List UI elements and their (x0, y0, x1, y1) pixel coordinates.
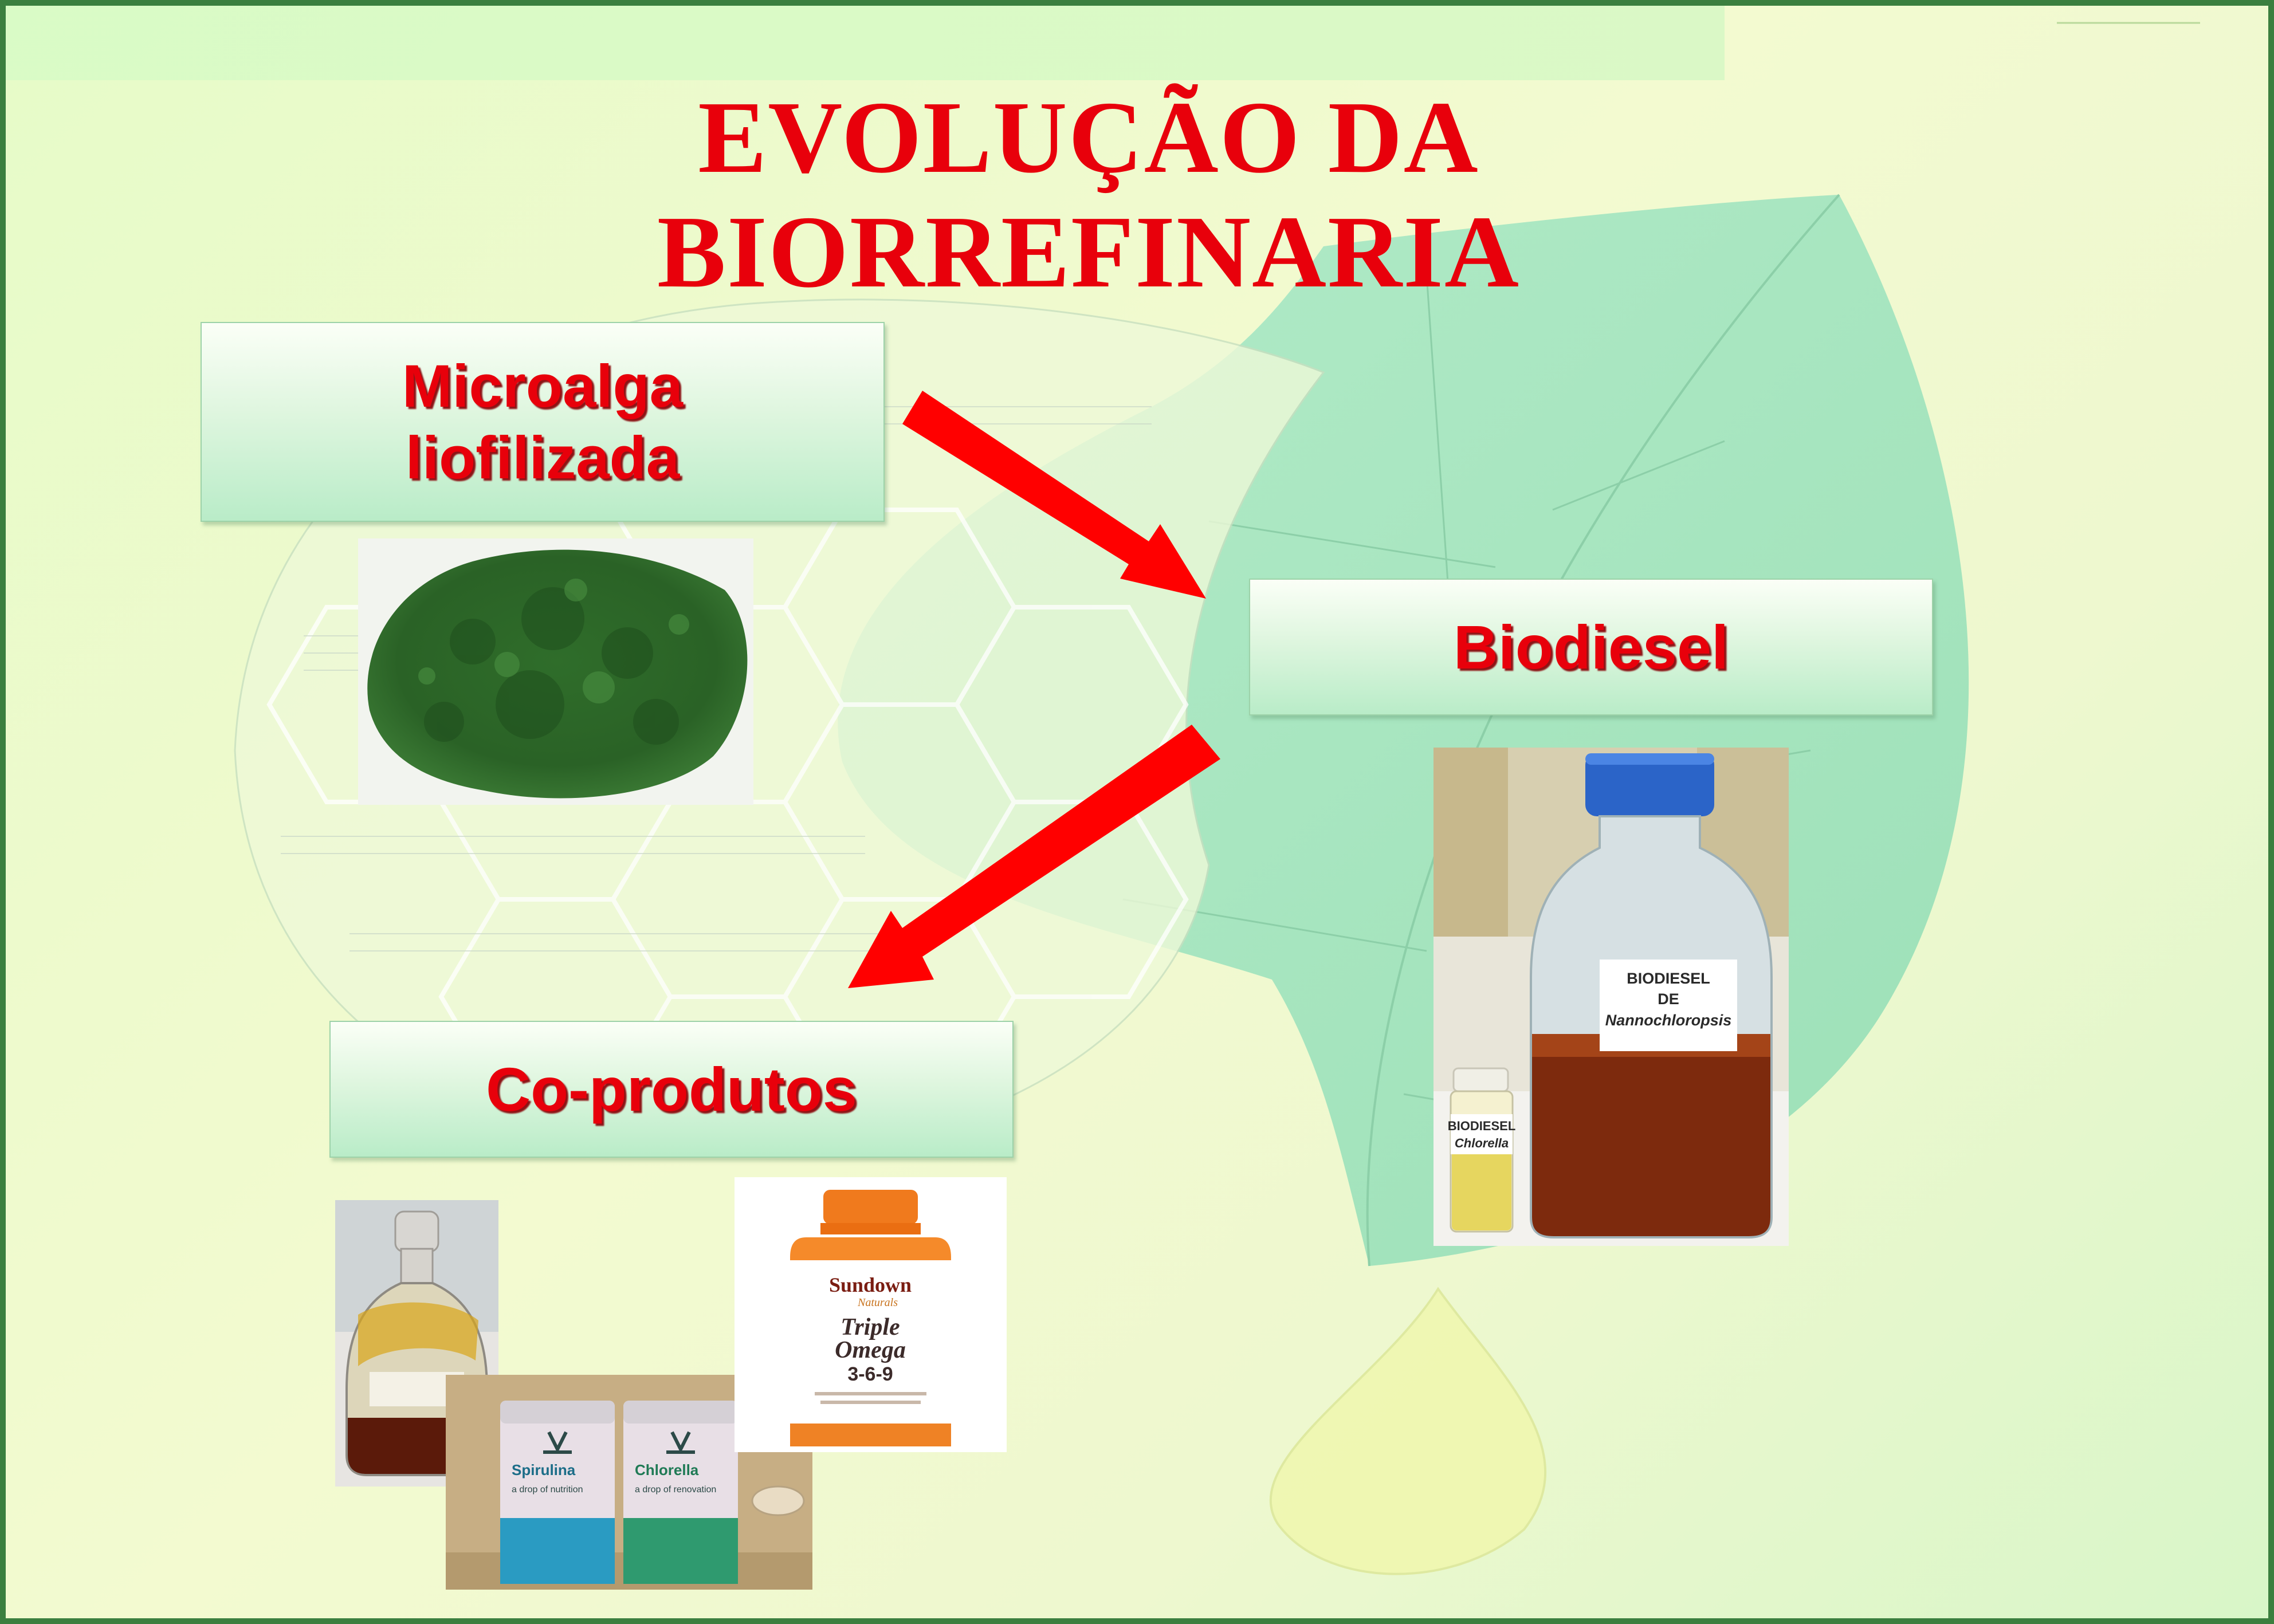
omega-brand: Sundown (829, 1273, 912, 1296)
arrow-to-coprodutos (848, 725, 1220, 988)
biodiesel-bottles-photo: BIODIESEL DE Nannochloropsis BIODIESEL C… (1433, 748, 1789, 1246)
arrow-to-biodiesel (902, 391, 1206, 599)
slide: EVOLUÇÃO DA BIORREFINARIA Microalga liof… (6, 6, 2268, 1618)
microalga-powder-photo (358, 538, 753, 805)
omega-sub: Naturals (857, 1296, 898, 1309)
can2-name: Chlorella (635, 1461, 699, 1478)
vial-label-line-1: BIODIESEL (1448, 1119, 1516, 1133)
omega-line-2: Omega (835, 1337, 906, 1363)
vial-label-line-2: Chlorella (1455, 1136, 1509, 1150)
bottle-label-line-2: DE (1658, 990, 1679, 1008)
bottle-label-line-3: Nannochloropsis (1605, 1012, 1732, 1029)
can2-tag: a drop of renovation (635, 1485, 716, 1495)
can1-name: Spirulina (512, 1461, 576, 1478)
omega-bottle-photo: Sundown Naturals Triple Omega 3-6-9 (735, 1177, 1007, 1452)
omega-line-3: 3-6-9 (847, 1363, 893, 1385)
bottle-label-line-1: BIODIESEL (1627, 970, 1710, 987)
can1-tag: a drop of nutrition (512, 1485, 583, 1495)
